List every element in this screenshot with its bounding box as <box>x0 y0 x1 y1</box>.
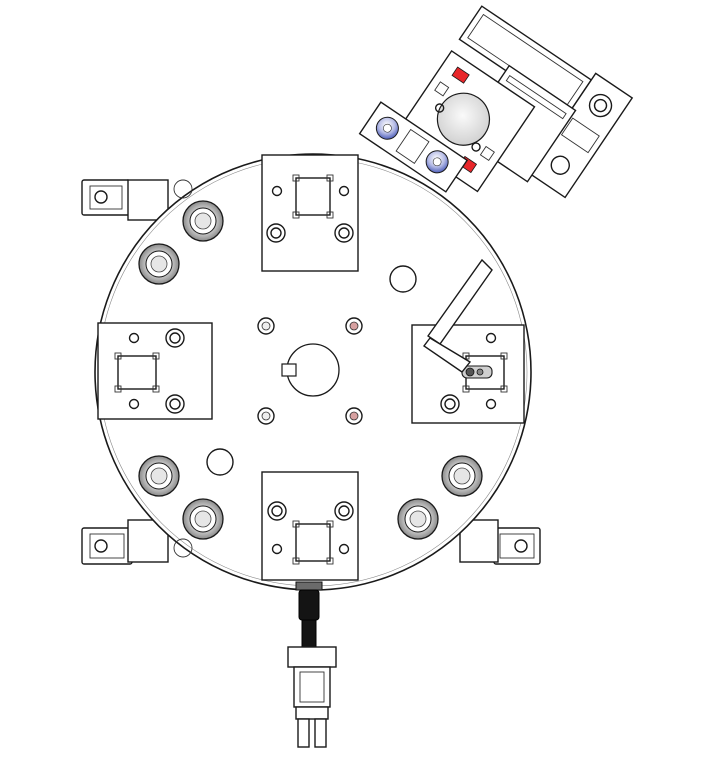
bolt-edge-bottom <box>173 538 193 558</box>
clamp-plate-bottom <box>261 471 359 581</box>
mounting-bolt-1 <box>182 200 224 242</box>
mounting-foot-top-left <box>81 179 131 216</box>
through-hole-upper <box>389 265 417 293</box>
frame-plate-top-left <box>127 179 169 221</box>
sensor-bracket-arm <box>423 258 493 373</box>
through-hole-lower <box>206 448 234 476</box>
mounting-bolt-3 <box>138 455 180 497</box>
center-hub <box>257 317 363 425</box>
mounting-bolt-5 <box>397 498 439 540</box>
clamp-plate-left <box>97 322 213 420</box>
cable-connector <box>287 581 337 748</box>
mounting-foot-bottom-right <box>493 527 541 565</box>
mounting-bolt-2 <box>138 243 180 285</box>
clamp-plate-right <box>411 324 525 424</box>
mounting-bolt-6 <box>441 455 483 497</box>
bolt-edge-top <box>173 179 193 199</box>
actuator-assembly <box>358 5 634 199</box>
mounting-foot-bottom-left <box>81 527 133 565</box>
clamp-plate-top <box>261 154 359 272</box>
mounting-bolt-4 <box>182 498 224 540</box>
